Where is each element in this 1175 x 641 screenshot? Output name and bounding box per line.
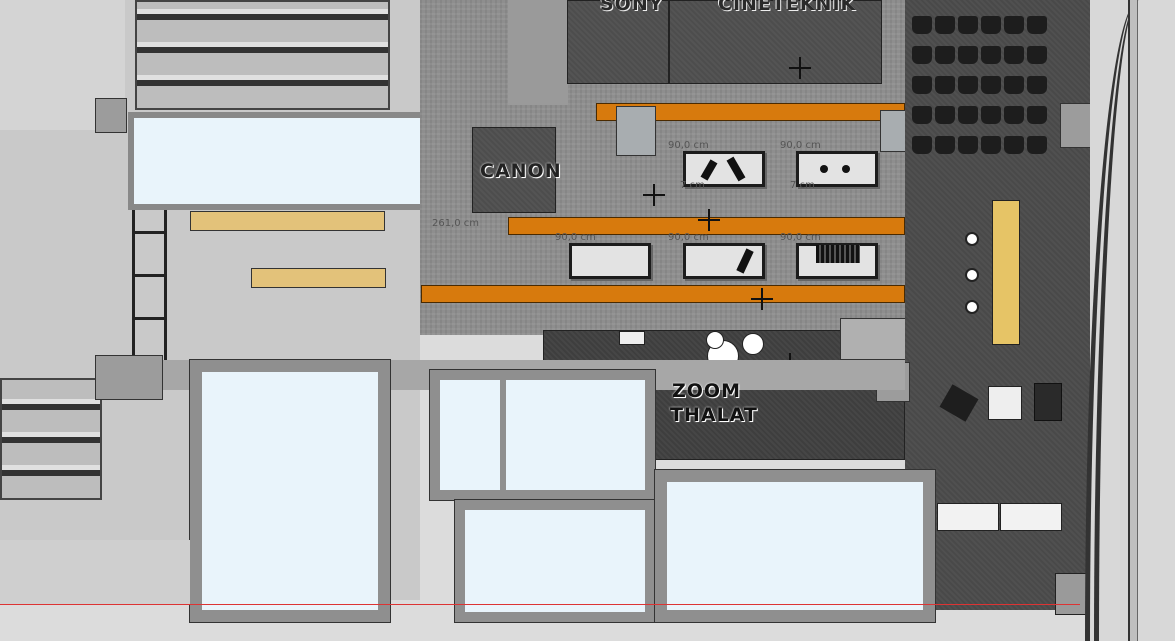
booth-label-sony: SONY [600,0,664,15]
booth-label-thalat: THALAT [670,404,758,426]
room-glass [654,469,936,623]
chair [981,136,1001,154]
counter-shelf [190,211,385,231]
chair [1004,16,1024,34]
display-table[interactable] [683,151,765,187]
booth-cineteknik [669,0,882,84]
camera-icon [820,165,828,173]
chair [981,16,1001,34]
desk[interactable] [1000,503,1062,531]
seating-grid [912,16,1049,154]
chair [935,16,955,34]
orange-shelf [508,217,905,235]
chair [1004,136,1024,154]
chair [981,46,1001,64]
booth-sony [567,0,669,84]
chair [912,46,932,64]
dimension-label: 90,0 cm [668,140,709,151]
facade-edge [1128,0,1138,641]
dimension-label: 90,0 cm [668,232,709,243]
dimension-label: 90,0 cm [780,232,821,243]
chair [912,16,932,34]
chair [1027,16,1047,34]
chair [1004,76,1024,94]
chair [912,76,932,94]
chair [958,136,978,154]
display-table[interactable] [569,243,651,279]
side-table [988,386,1022,420]
stool [965,300,979,314]
counter-shelf [251,268,386,288]
section-line [0,604,1080,605]
dimension-label: 261,0 cm [432,218,480,229]
chair [935,76,955,94]
booth-label-cineteknik: CINETEKNIK [718,0,857,15]
chair [958,106,978,124]
crosshair-marker [751,288,773,310]
crosshair-marker [698,209,720,231]
chair [912,106,932,124]
pillar [95,98,127,133]
armchair [1034,383,1062,421]
chair [935,106,955,124]
dimension-label: 90,0 cm [555,232,596,243]
chair [1027,46,1047,64]
chair [935,46,955,64]
pillar [616,106,656,156]
chair [1027,106,1047,124]
camera-icon [842,165,850,173]
booth-canon [472,127,556,213]
monitor-grid-icon [816,245,860,263]
partition-line [500,380,506,495]
chair [958,46,978,64]
railing [132,210,167,360]
box [619,331,645,345]
window-room-top [128,112,450,210]
dimension-label: 7 cm [790,180,815,191]
crosshair-marker [643,184,665,206]
escalator-bottom [0,378,102,500]
lower-floor [0,540,190,605]
room-glass [189,359,391,623]
upper-corridor [508,0,568,105]
round-table [706,331,724,349]
escalator-top [135,0,390,110]
counter [840,318,912,360]
chair [958,76,978,94]
room-glass [429,369,656,501]
chair [981,106,1001,124]
crosshair-marker [789,57,811,79]
desk[interactable] [937,503,999,531]
meeting-table[interactable] [992,200,1020,345]
chair [1004,106,1024,124]
stool [965,268,979,282]
chair [935,136,955,154]
booth-label-zoom: ZOOM [672,380,741,402]
display-table[interactable] [683,243,765,279]
room-glass [454,499,656,623]
stool [965,232,979,246]
chair [1004,46,1024,64]
round-table [742,333,764,355]
dimension-label: 90,0 cm [780,140,821,151]
chair [958,16,978,34]
booth-label-canon: CANON [480,160,562,182]
chair [1027,136,1047,154]
dimension-label: 7 cm [680,180,705,191]
orange-shelf [421,285,905,303]
chair [1027,76,1047,94]
chair [981,76,1001,94]
chair [912,136,932,154]
display-table[interactable] [796,151,878,187]
pillar [95,355,163,400]
